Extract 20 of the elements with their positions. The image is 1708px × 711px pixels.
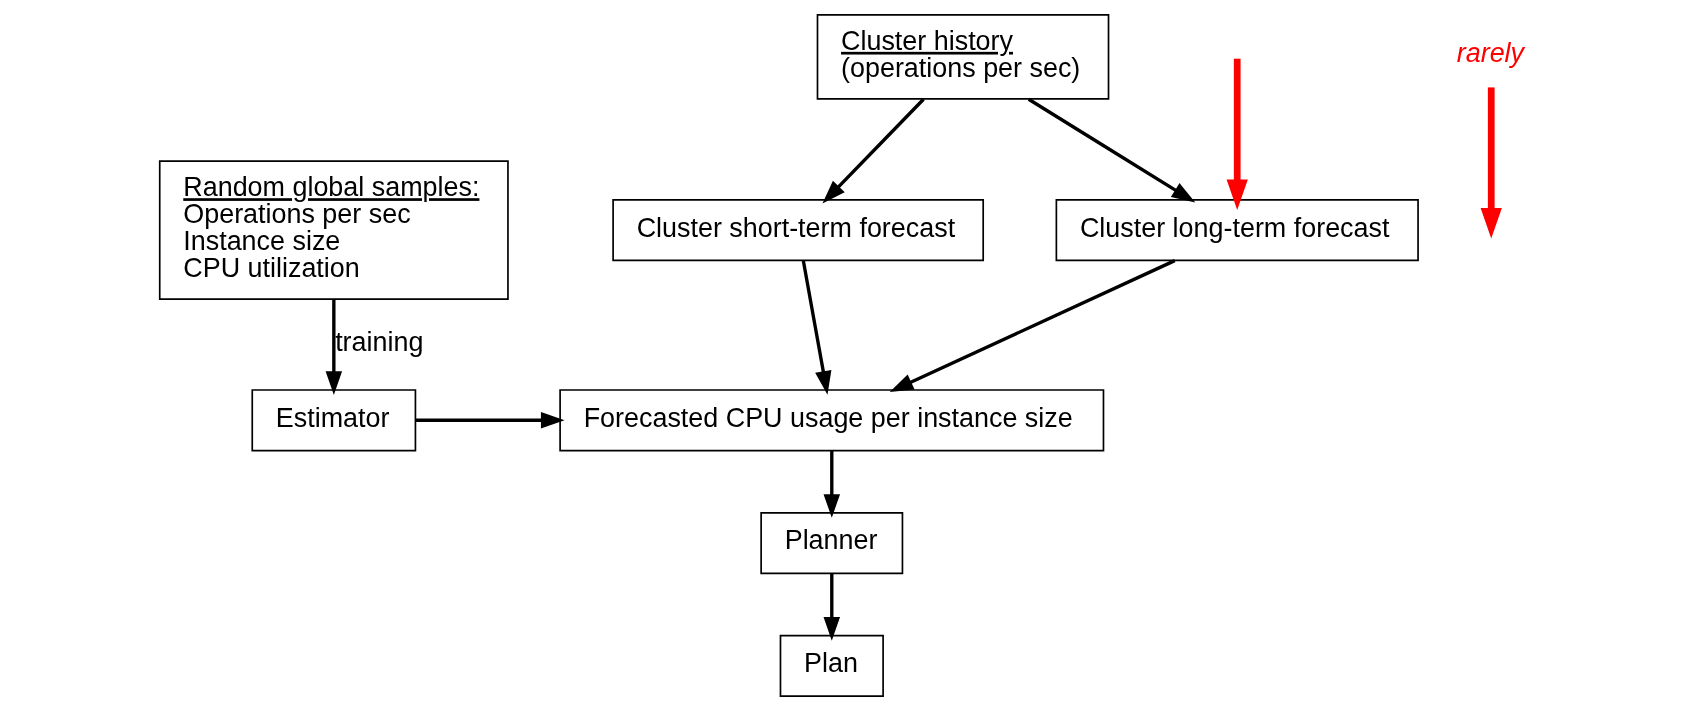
- arrow: [325, 299, 342, 395]
- node-box: Cluster short-term forecast: [611, 199, 984, 262]
- arrow: [889, 259, 1175, 392]
- node-box: Random global samples: Operations per sec Instance size CPU utilization: [158, 160, 509, 300]
- edge-label: training: [334, 326, 423, 357]
- arrow: [823, 573, 840, 641]
- node-box: Estimator: [250, 389, 416, 452]
- arrow: [1226, 58, 1248, 210]
- arrow: [801, 260, 831, 395]
- arrow: [821, 98, 925, 204]
- node-text: rarely: [1456, 37, 1524, 68]
- node-box: Forecasted CPU usage per instance size: [558, 389, 1104, 452]
- arrow: [1027, 97, 1195, 203]
- node-box: Cluster history (operations per sec): [816, 14, 1109, 100]
- node-box: Cluster long-term forecast: [1055, 199, 1419, 262]
- node-box: Planner: [759, 511, 903, 575]
- node-box: Plan: [779, 634, 884, 697]
- arrow: [1480, 87, 1502, 239]
- arrow: [823, 450, 840, 518]
- arrow: [415, 412, 564, 429]
